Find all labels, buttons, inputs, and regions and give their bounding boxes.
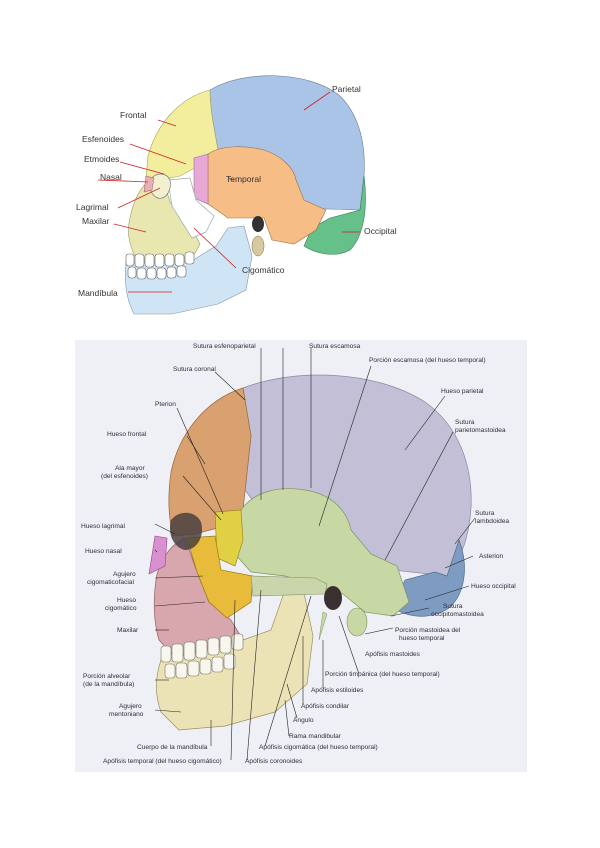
label-mandibula: Mandíbula xyxy=(78,288,118,298)
label-rama-mandibular: Rama mandibular xyxy=(289,733,342,740)
label-agujero-mentoniano-1: Agujero xyxy=(119,703,142,710)
label-porcion-mastoidea-1: Porción mastoidea del xyxy=(395,627,461,634)
skull-diagram-lateral-detailed: Sutura esfenoparietal Sutura escamosa Su… xyxy=(75,340,527,772)
label-agujero-mentoniano-2: mentoniano xyxy=(109,711,144,718)
zygomatic-arch-shape xyxy=(250,575,328,597)
label-asterion: Asterion xyxy=(479,553,504,560)
label-agujero-cigomaticofacial-2: cigomaticofacial xyxy=(87,579,134,586)
label-ala-mayor-2: (del esfenoides) xyxy=(101,473,148,480)
skull-illustration-1: Frontal Parietal Esfenoides Etmoides Nas… xyxy=(76,75,397,315)
label-sutura-parietomastoidea-2: parietomastoidea xyxy=(455,427,506,434)
sphenoid-bone-shape xyxy=(193,153,209,205)
styloid-shape xyxy=(318,611,328,641)
mastoid-shape xyxy=(251,235,265,257)
label-sutura-occipitomastoidea-1: Sutura xyxy=(443,603,463,610)
label-hueso-cigomatico-1: Hueso xyxy=(117,597,136,604)
label-apofisis-cigomatica: Apófisis cigomática (del hueso temporal) xyxy=(259,744,378,751)
label-apofisis-temporal: Apófisis temporal (del hueso cigomático) xyxy=(103,758,222,765)
label-porcion-alveolar-2: (de la mandíbula) xyxy=(83,681,134,688)
label-esfenoides: Esfenoides xyxy=(82,134,124,144)
skull-illustration-2: Sutura esfenoparietal Sutura escamosa Su… xyxy=(81,343,516,765)
label-ala-mayor-1: Ala mayor xyxy=(115,465,145,472)
label-angulo: Ángulo xyxy=(293,715,314,724)
label-sutura-lambdoidea-1: Sutura xyxy=(475,510,495,517)
label-sutura-occipitomastoidea-2: occipitomastoidea xyxy=(431,611,484,618)
label-temporal: Temporal xyxy=(226,174,261,184)
orbit-shape xyxy=(149,173,171,199)
mastoid-2-shape xyxy=(346,607,368,637)
label-lagrimal: Lagrimal xyxy=(76,202,109,212)
label-occipital: Occipital xyxy=(364,226,397,236)
label-hueso-lagrimal: Hueso lagrimal xyxy=(81,523,126,530)
label-sutura-coronal: Sutura coronal xyxy=(173,366,216,373)
zygomatic-shape xyxy=(167,177,215,239)
upper-teeth xyxy=(125,251,195,268)
label-porcion-alveolar-1: Porción alveolar xyxy=(83,673,131,680)
temporal-bone-2-shape xyxy=(234,488,410,617)
label-porcion-mastoidea-2: hueso temporal xyxy=(399,635,445,642)
zygomatic-2-shape xyxy=(186,535,254,619)
label-porcion-escamosa: Porción escamosa (del hueso temporal) xyxy=(369,357,486,364)
upper-teeth-2 xyxy=(160,633,244,663)
label-maxilar-2: Maxilar xyxy=(117,627,139,634)
occipital-bone-shape xyxy=(303,175,366,255)
label-nasal: Nasal xyxy=(100,172,122,182)
label-hueso-frontal: Hueso frontal xyxy=(107,431,147,438)
orbit-2-shape xyxy=(169,512,203,550)
label-cigomatico: Cigomático xyxy=(242,265,285,275)
leader-lines-1 xyxy=(97,91,360,293)
ear-canal-2-shape xyxy=(324,586,342,610)
label-apofisis-mastoides: Apófisis mastoides xyxy=(365,651,421,658)
label-sutura-escamosa: Sutura escamosa xyxy=(309,343,361,350)
maxilla-2-shape xyxy=(153,537,244,659)
label-hueso-cigomatico-2: cigomático xyxy=(105,605,137,612)
leader-lines-2 xyxy=(154,348,476,761)
label-parietal: Parietal xyxy=(332,84,361,94)
nasal-bone-shape xyxy=(143,175,155,193)
label-hueso-occipital: Hueso occipital xyxy=(471,583,516,590)
lower-teeth xyxy=(127,265,187,280)
lower-teeth-2 xyxy=(164,653,236,679)
label-maxilar: Maxilar xyxy=(82,216,110,226)
skull-diagram-lateral-simple: Frontal Parietal Esfenoides Etmoides Nas… xyxy=(68,68,413,323)
label-agujero-cigomaticofacial-1: Agujero xyxy=(113,571,136,578)
label-apofisis-condilar: Apófisis condilar xyxy=(301,703,350,710)
label-sutura-parietomastoidea-1: Sutura xyxy=(455,419,475,426)
label-apofisis-estiloides: Apófisis estiloides xyxy=(311,687,364,694)
label-sutura-lambdoidea-2: lambdoidea xyxy=(475,518,509,525)
temporal-bone-shape xyxy=(207,146,327,245)
ear-canal-shape xyxy=(252,216,264,232)
label-porcion-timpanica: Porción timpánica (del hueso temporal) xyxy=(325,671,440,678)
label-apofisis-coronoides: Apófisis coronoides xyxy=(245,758,303,765)
label-pterion: Pterion xyxy=(155,401,176,408)
label-etmoides: Etmoides xyxy=(84,154,119,164)
label-hueso-parietal: Hueso parietal xyxy=(441,388,484,395)
nasal-2-shape xyxy=(148,535,168,575)
label-hueso-nasal: Hueso nasal xyxy=(85,548,122,555)
label-sutura-esfenoparietal: Sutura esfenoparietal xyxy=(193,343,256,350)
label-cuerpo-mandibula: Cuerpo de la mandíbula xyxy=(137,744,208,751)
label-frontal: Frontal xyxy=(120,110,147,120)
